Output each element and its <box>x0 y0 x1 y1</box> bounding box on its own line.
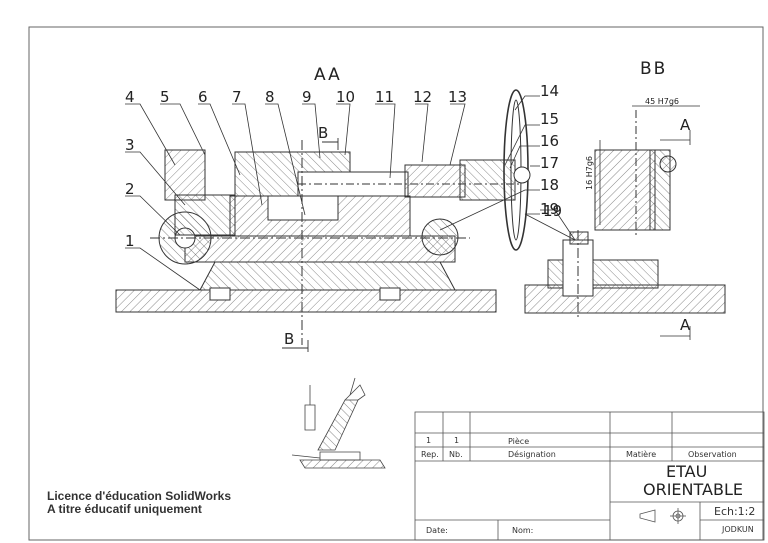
part-number-label: 15 <box>540 110 559 128</box>
name-label: Nom: <box>512 526 533 535</box>
leader-lines-aa <box>125 95 576 291</box>
section-mark-a-top: A <box>680 116 691 134</box>
leader-lines-bb <box>540 105 700 340</box>
part-number-label: 18 <box>540 176 559 194</box>
part-number-label: 10 <box>336 88 355 106</box>
section-mark-b-bottom: B <box>284 330 294 348</box>
part-number-label: 17 <box>540 154 559 172</box>
drawing-title-line2: ORIENTABLE <box>643 480 743 499</box>
projection-symbol-icon <box>639 508 686 524</box>
title-block-col-designation: Désignation <box>508 449 556 459</box>
part-number-label: 6 <box>198 88 208 106</box>
view-title-bb: BB <box>640 59 667 79</box>
section-bb-drawing <box>524 110 726 320</box>
title-block-col-observation: Observation <box>688 450 737 459</box>
section-mark-b-top: B <box>318 124 328 142</box>
title-block-row-rep: 1 <box>426 436 431 445</box>
license-line1: Licence d'éducation SolidWorks <box>47 489 231 503</box>
dimension-slot: 16 H7g6 <box>585 156 594 190</box>
title-block <box>414 411 765 541</box>
part-number-label: 12 <box>413 88 432 106</box>
part-number-label: 19 <box>540 200 559 218</box>
date-label: Date: <box>426 526 448 535</box>
part-number-label: 5 <box>160 88 170 106</box>
part-number-label: 13 <box>448 88 467 106</box>
license-line2: A titre éducatif uniquement <box>47 502 202 516</box>
drawing-title-line1: ETAU <box>666 462 707 481</box>
section-mark-a-bottom: A <box>680 316 691 334</box>
part-number-label: 8 <box>265 88 275 106</box>
part-number-label: 19 <box>543 202 562 220</box>
title-block-col-nb: Nb. <box>449 450 463 459</box>
part-number-label: 2 <box>125 180 135 198</box>
part-number-label: 7 <box>232 88 242 106</box>
sheet-border <box>28 26 764 541</box>
title-block-col-rep: Rep. <box>421 450 439 459</box>
part-number-label: 1 <box>125 232 135 250</box>
part-number-label: 9 <box>302 88 312 106</box>
title-block-col-matiere: Matière <box>626 449 656 459</box>
dimension-bore: 45 H7g6 <box>645 97 679 106</box>
isometric-thumbnail <box>291 377 386 469</box>
drawing-scale: Ech:1:2 <box>714 505 755 518</box>
part-number-label: 3 <box>125 136 135 154</box>
section-line-b <box>282 138 339 352</box>
title-block-row-designation: Pièce <box>508 436 529 446</box>
part-number-label: 11 <box>375 88 394 106</box>
drawing-author: JODKUN <box>721 525 754 534</box>
part-number-label: 4 <box>125 88 135 106</box>
title-block-row-nb: 1 <box>454 436 459 445</box>
view-title-aa: AA <box>314 65 342 85</box>
part-number-label: 16 <box>540 132 559 150</box>
section-aa-drawing <box>115 89 531 345</box>
part-number-label: 14 <box>540 82 559 100</box>
